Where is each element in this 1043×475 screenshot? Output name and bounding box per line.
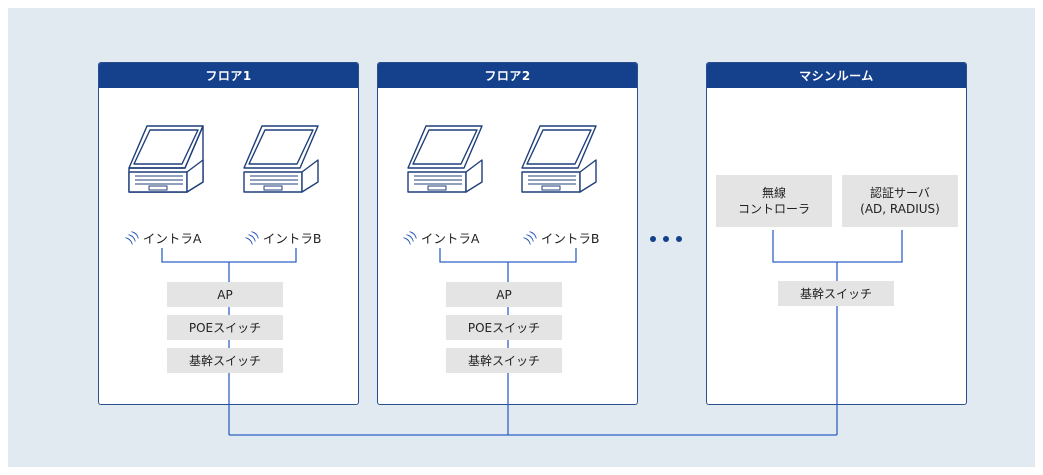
- machine-room-title: マシンルーム: [707, 63, 966, 88]
- floor2-poe-switch-box: POEスイッチ: [446, 315, 562, 340]
- machine-room-panel: マシンルーム: [706, 62, 967, 405]
- wifi-icon: ))): [243, 228, 262, 247]
- floor1-poe-switch-box: POEスイッチ: [167, 315, 283, 340]
- floor1-panel: フロア1: [98, 62, 359, 405]
- wireless-controller-box: 無線 コントローラ: [716, 175, 832, 227]
- laptop-icon: [407, 125, 483, 193]
- floor1-ap-box: AP: [167, 282, 283, 307]
- floor2-ap-box: AP: [446, 282, 562, 307]
- floor1-title: フロア1: [99, 63, 358, 88]
- wifi-icon: ))): [123, 228, 142, 247]
- ellipsis-icon: [650, 236, 682, 242]
- floor2-client-a: )))イントラA: [401, 228, 480, 247]
- wifi-icon: ))): [521, 228, 540, 247]
- floor2-core-switch-box: 基幹スイッチ: [446, 348, 562, 373]
- wifi-icon: ))): [401, 228, 420, 247]
- auth-server-box: 認証サーバ (AD, RADIUS): [842, 175, 958, 227]
- laptop-icon: [521, 125, 597, 193]
- floor1-client-b: )))イントラB: [243, 228, 322, 247]
- machine-room-core-switch-box: 基幹スイッチ: [778, 281, 894, 306]
- laptop-icon: [243, 125, 319, 193]
- floor1-core-switch-box: 基幹スイッチ: [167, 348, 283, 373]
- floor1-client-a: )))イントラA: [123, 228, 202, 247]
- floor2-client-b: )))イントラB: [521, 228, 600, 247]
- laptop-icon: [128, 125, 204, 193]
- floor2-title: フロア2: [378, 63, 637, 88]
